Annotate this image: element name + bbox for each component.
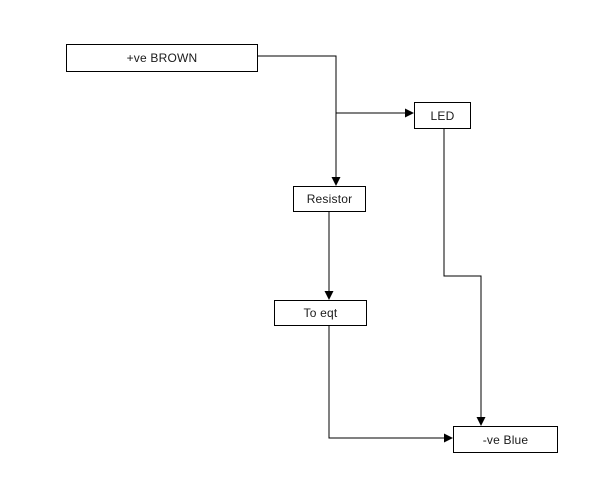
arrowhead-right-icon: [405, 108, 414, 118]
connector-resistor-to-toeqt: [324, 212, 334, 300]
connector-led-to-blue: [443, 129, 486, 426]
node-resistor: Resistor: [293, 186, 366, 212]
arrowhead-down-icon: [476, 417, 486, 426]
arrowhead-right-icon: [444, 433, 453, 443]
node-negative-blue: -ve Blue: [453, 426, 558, 453]
node-to-eqt: To eqt: [274, 300, 367, 326]
connector-brown-to-led: [336, 108, 414, 118]
node-positive-brown: +ve BROWN: [66, 44, 258, 72]
connector-brown-to-resistor: [258, 55, 341, 186]
arrowhead-down-icon: [331, 177, 341, 186]
node-led: LED: [414, 102, 471, 129]
arrowhead-down-icon: [324, 291, 334, 300]
connector-toeqt-to-blue: [328, 326, 453, 443]
